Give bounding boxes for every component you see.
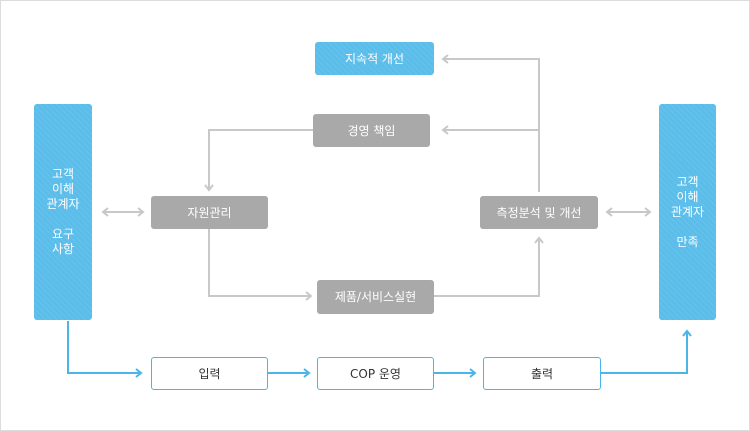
right-stakeholder-line3: 관계자 [670,204,705,219]
left-stakeholder-box: 고객 이해 관계자 요구 사항 [34,104,92,320]
right-stakeholder-line2: 이해 [676,189,699,204]
right-stakeholder-line4: 만족 [676,234,699,249]
measurement-analysis-box: 측정분석 및 개선 [480,196,598,229]
continuous-improvement-box: 지속적 개선 [315,42,434,75]
measurement-analysis-label: 측정분석 및 개선 [496,205,582,220]
left-stakeholder-line4: 요구 [51,227,75,241]
left-stakeholder-line2: 이해 [51,182,75,196]
cop-operation-box: COP 운영 [317,357,434,390]
arrow-responsibility-to-resource [204,129,313,192]
left-stakeholder-line1: 고객 [51,167,75,181]
resource-management-box: 자원관리 [151,196,268,229]
arrow-output-to-right [601,329,692,374]
management-responsibility-label: 경영 책임 [347,123,396,138]
right-stakeholder-line1: 고객 [676,174,699,189]
input-label: 입력 [198,366,221,381]
output-box: 출력 [483,357,601,390]
right-stakeholder-box: 고객 이해 관계자 만족 [659,104,716,320]
resource-management-label: 자원관리 [187,205,232,220]
arrow-left-to-input [67,321,143,378]
input-box: 입력 [151,357,268,390]
output-label: 출력 [530,366,554,381]
continuous-improvement-label: 지속적 개선 [344,51,404,66]
left-stakeholder-line5: 사항 [51,242,75,256]
cop-operation-label: COP 운영 [350,366,401,381]
management-responsibility-box: 경영 책임 [313,114,430,147]
product-realization-box: 제품/서비스실현 [317,280,434,314]
arrow-measure-to-improvement [441,54,540,192]
arrow-realization-to-measure [433,236,544,297]
product-realization-label: 제품/서비스실현 [334,290,417,304]
arrow-resource-to-realization [208,229,313,301]
left-stakeholder-line3: 관계자 [46,197,80,211]
